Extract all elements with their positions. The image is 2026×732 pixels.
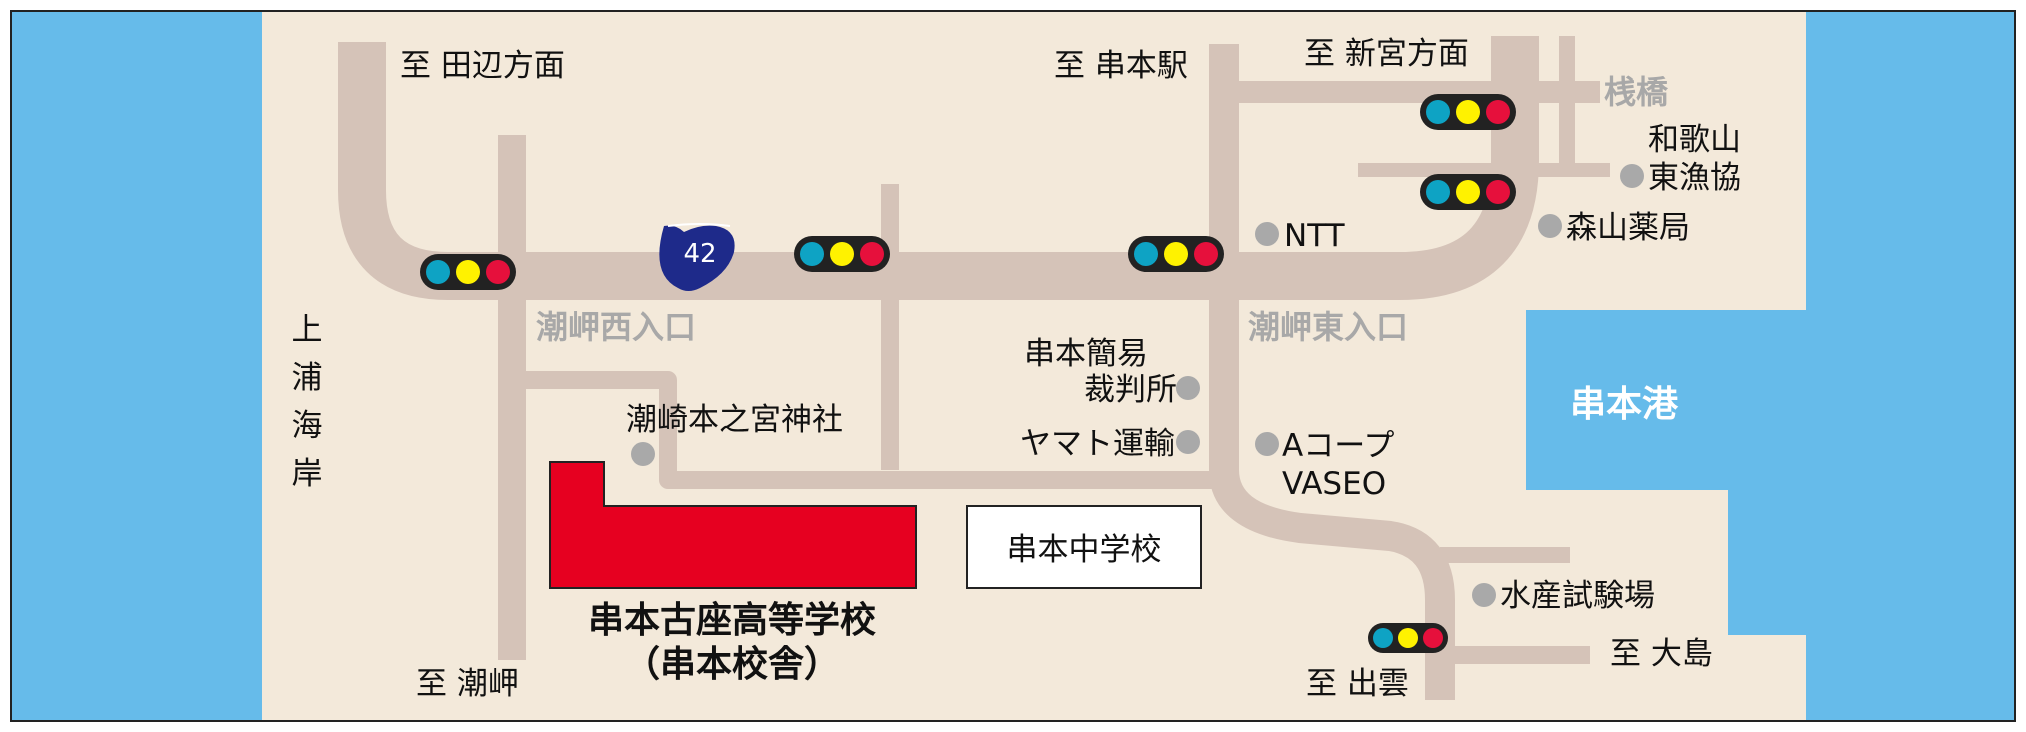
school-building [549,461,917,589]
moriyama-label: 森山薬局 [1566,210,1690,246]
coast-char-2: 浦 [292,360,323,396]
to-kushimoto-station-label: 至 串本駅 [1054,48,1188,84]
school-label-2: （串本校舎） [624,644,840,685]
port-label: 串本港 [1570,384,1679,425]
ntt-label: NTT [1284,218,1346,254]
yamato-label: ヤマト運輸 [1020,426,1175,462]
to-shiomisaki-label: 至 潮岬 [416,666,519,702]
route-42-shield: 42 [659,223,735,291]
road-to-izumo [1209,468,1455,700]
ntt-dot [1255,222,1279,246]
to-oshima-label: 至 大島 [1610,636,1713,672]
court-label-2: 裁判所 [1084,372,1177,408]
west-sea [12,12,262,720]
court-label-1: 串本簡易 [1024,336,1148,372]
to-tanabe-label: 至 田辺方面 [400,48,565,84]
to-izumo-label: 至 出雲 [1306,666,1409,702]
yamato-dot [1176,430,1200,454]
fisheries-dot [1472,583,1496,607]
wakayama-label-1: 和歌山 [1648,122,1741,158]
traffic-light-2 [794,236,890,272]
traffic-light-3 [1128,236,1224,272]
acoop-label-1: Aコープ [1282,428,1394,464]
wakayama-dot [1620,164,1644,188]
traffic-light-5 [1420,174,1516,210]
coast-char-3: 海 [292,408,323,444]
road-shrine-connector [512,371,1224,489]
to-shingu-label: 至 新宮方面 [1304,36,1469,72]
shiomisaki-east-label: 潮岬東入口 [1248,308,1408,346]
shrine-label: 潮崎本之宮神社 [626,402,843,438]
junior-high-label: 串本中学校 [1007,532,1162,568]
court-dot [1176,376,1200,400]
junior-high-box [966,505,1202,589]
moriyama-dot [1538,214,1562,238]
east-sea-port [1526,12,2014,720]
wakayama-label-2: 東漁協 [1648,160,1741,196]
school-label-1: 串本古座高等学校 [588,599,876,641]
shiomisaki-west-label: 潮岬西入口 [536,308,696,346]
fisheries-label: 水産試験場 [1500,578,1655,614]
acoop-dot [1255,432,1279,456]
traffic-light-1 [420,254,516,290]
road-main-east-curve [1222,36,1539,300]
shrine-dot [631,442,655,466]
acoop-label-2: VASEO [1282,466,1386,502]
route-number: 42 [683,239,716,269]
bridge-label: 桟橋 [1604,73,1669,111]
traffic-light-4 [1420,94,1516,130]
coast-char-4: 岸 [292,456,323,492]
coast-char-1: 上 [292,312,323,348]
traffic-light-6 [1368,623,1448,653]
